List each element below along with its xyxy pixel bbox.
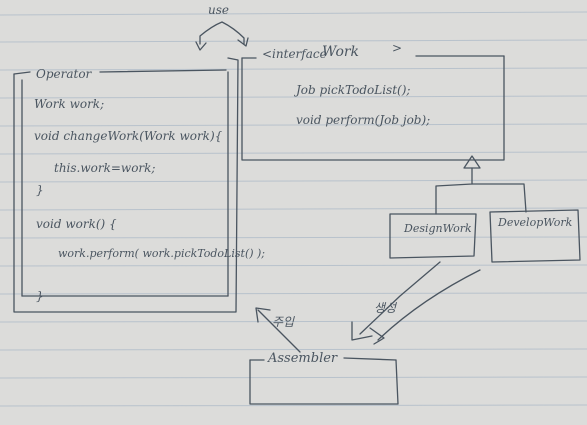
inject-arrow-line [257,309,301,353]
operator-line-3: this.work=work; [54,161,155,175]
create-arrowhead [351,321,373,341]
create-arrowhead-2 [369,327,385,345]
inject-label: 주입 [272,315,295,329]
developwork-class: DevelopWork [489,209,581,263]
create-label: 생성 [374,301,398,315]
operator-title: Operator [36,67,93,81]
inheritance-triangle [463,155,481,169]
interface-work: <interface Work > Job pickTodoList(); vo… [241,41,527,215]
create-arrow-design [359,261,441,335]
operator-line-4: } [36,183,44,197]
interface-method-1: Job pickTodoList(); [293,83,410,97]
create-arrow-develop [377,269,481,341]
designwork-class: DesignWork [389,213,477,259]
use-relation: use [195,3,249,51]
use-connector [199,21,245,45]
operator-line-5: void work() { [36,217,117,231]
operator-line-7: } [36,289,44,303]
interface-suffix: > [392,41,402,55]
assembler-title: Assembler [267,351,338,366]
assembler-class: Assembler [249,351,399,405]
inject-arrow: 주입 [255,307,301,353]
interface-title: Work [322,44,359,60]
designwork-box [389,213,477,259]
operator-line-2: void changeWork(Work work){ [34,129,223,143]
ruled-lines [0,11,587,407]
interface-method-2: void perform(Job job); [296,113,430,127]
inheritance-line-design [435,167,473,215]
operator-line-1: Work work; [34,97,104,111]
operator-line-6: work.perform( work.pickTodoList() ); [58,247,265,260]
operator-box-top-right [99,69,227,73]
assembler-box-top-right [343,357,397,361]
assembler-box-outline [249,359,399,405]
inject-arrowhead [255,307,271,323]
designwork-label: DesignWork [403,222,472,235]
use-arrowhead-right [237,37,249,47]
developwork-label: DevelopWork [497,216,573,229]
interface-box-outline [241,55,505,161]
operator-box-top-left [13,71,31,75]
use-arrowhead-left [195,41,207,51]
interface-prefix: <interface [262,47,327,61]
create-arrows: 생성 [351,261,481,345]
inheritance-line-develop [471,183,527,213]
developwork-box [489,209,581,263]
operator-box-outline [13,57,239,313]
operator-class: Operator Work work; void changeWork(Work… [13,57,265,313]
use-label: use [208,3,229,17]
